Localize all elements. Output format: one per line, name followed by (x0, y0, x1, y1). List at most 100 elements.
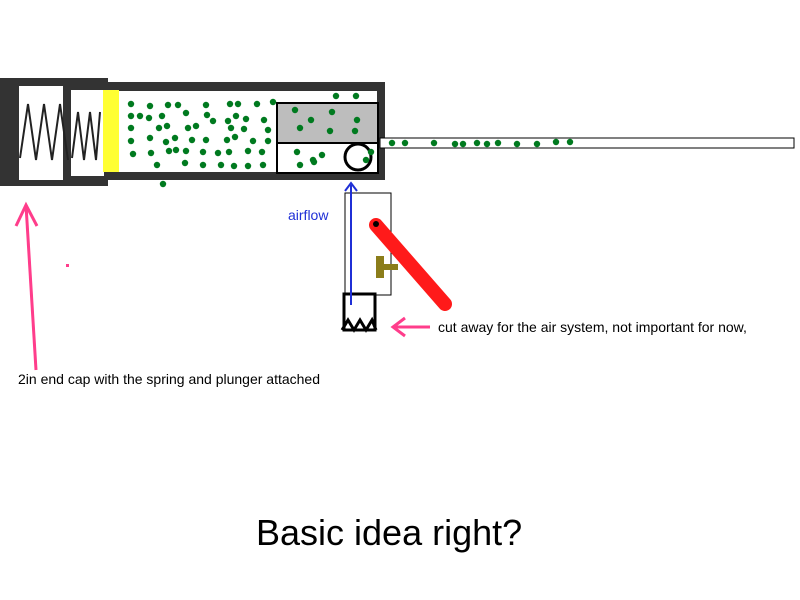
bb-pellet-icon (388, 139, 396, 147)
bb-pellet-icon (145, 114, 153, 122)
bb-pellet-icon (353, 116, 361, 124)
bb-pellet-icon (296, 124, 304, 132)
outer-barrel (379, 137, 795, 149)
bb-pellet-icon (209, 117, 217, 125)
bb-pellet-icon (533, 140, 541, 148)
bb-pellet-icon (244, 162, 252, 170)
cutaway-label: cut away for the air system, not importa… (438, 319, 747, 335)
bb-pellet-icon (258, 148, 266, 156)
bb-pellet-icon (217, 161, 225, 169)
bb-pellet-icon (351, 127, 359, 135)
bb-pellet-icon (127, 112, 135, 120)
bb-pellet-icon (231, 133, 239, 141)
bb-pellet-icon (318, 151, 326, 159)
bb-pellet-icon (214, 149, 222, 157)
bb-pellet-icon (203, 111, 211, 119)
end-cap-label: 2in end cap with the spring and plunger … (18, 371, 320, 387)
bb-pellet-icon (264, 137, 272, 145)
bb-pellet-icon (367, 148, 375, 156)
bb-pellet-icon (483, 140, 491, 148)
bb-pellet-icon (163, 122, 171, 130)
bb-pellet-icon (566, 138, 574, 146)
cutaway-arrow-head-icon (390, 316, 406, 338)
spring-right-icon (71, 111, 101, 161)
bb-pellet-icon (269, 98, 277, 106)
bb-pellet-icon (136, 112, 144, 120)
bb-pellet-icon (473, 139, 481, 147)
bb-pellet-icon (202, 101, 210, 109)
bb-pellet-icon (232, 112, 240, 120)
bb-pellet-icon (164, 101, 172, 109)
cutaway-zigzag (340, 316, 378, 333)
bb-pellet-icon (224, 117, 232, 125)
bb-pellet-icon (158, 112, 166, 120)
bb-pellet-icon (264, 126, 272, 134)
lever-knob-stem (376, 264, 398, 270)
pellets-group (127, 92, 574, 188)
spring-icon (19, 103, 69, 161)
bb-pellet-icon (332, 92, 340, 100)
bb-pellet-icon (147, 149, 155, 157)
bb-pellet-icon (310, 158, 318, 166)
bb-pellet-icon (165, 147, 173, 155)
bb-pellet-icon (451, 140, 459, 148)
bb-pellet-icon (129, 150, 137, 158)
bb-pellet-icon (171, 134, 179, 142)
bb-pellet-icon (326, 127, 334, 135)
bb-pellet-icon (260, 116, 268, 124)
bb-pellet-icon (494, 139, 502, 147)
bb-pellet-icon (352, 92, 360, 100)
bb-pellet-icon (459, 140, 467, 148)
lever-pivot (373, 221, 379, 227)
bb-pellet-icon (244, 147, 252, 155)
bb-pellet-icon (184, 124, 192, 132)
bb-pellet-icon (146, 134, 154, 142)
bb-pellet-icon (188, 136, 196, 144)
bb-pellet-icon (253, 100, 261, 108)
bb-pellet-icon (242, 115, 250, 123)
bb-pellet-icon (155, 124, 163, 132)
bb-pellet-icon (401, 139, 409, 147)
bb-pellet-icon (362, 156, 370, 164)
bb-pellet-icon (227, 124, 235, 132)
airflow-label: airflow (288, 207, 329, 223)
bb-pellet-icon (159, 180, 167, 188)
bb-pellet-icon (291, 106, 299, 114)
lever-knob (376, 256, 384, 278)
breech-wheel-icon (343, 142, 373, 172)
bb-pellet-icon (127, 137, 135, 145)
bb-pellet-icon (162, 138, 170, 146)
bb-pellet-icon (249, 137, 257, 145)
bb-pellet-icon (259, 161, 267, 169)
stray-dot (66, 264, 69, 267)
bb-pellet-icon (172, 146, 180, 154)
bb-pellet-icon (552, 138, 560, 146)
bb-pellet-icon (230, 162, 238, 170)
bb-pellet-icon (223, 136, 231, 144)
end-cap-arrow-head-icon (14, 201, 39, 227)
bb-pellet-icon (202, 136, 210, 144)
bb-pellet-icon (240, 125, 248, 133)
bb-pellet-icon (127, 100, 135, 108)
bb-pellet-icon (225, 148, 233, 156)
bb-pellet-icon (199, 161, 207, 169)
bb-pellet-icon (296, 161, 304, 169)
page-title: Basic idea right? (256, 512, 523, 553)
bb-pellet-icon (234, 100, 242, 108)
bb-pellet-icon (513, 140, 521, 148)
bb-pellet-icon (181, 159, 189, 167)
bb-pellet-icon (192, 122, 200, 130)
bb-pellet-icon (153, 161, 161, 169)
bb-pellet-icon (182, 147, 190, 155)
bb-pellet-icon (226, 100, 234, 108)
bb-pellet-icon (182, 109, 190, 117)
bb-pellet-icon (328, 108, 336, 116)
end-cap-arrow-shaft (24, 204, 38, 371)
bb-pellet-icon (430, 139, 438, 147)
bb-pellet-icon (146, 102, 154, 110)
bb-pellet-icon (307, 116, 315, 124)
plunger (103, 90, 119, 172)
bb-pellet-icon (127, 124, 135, 132)
